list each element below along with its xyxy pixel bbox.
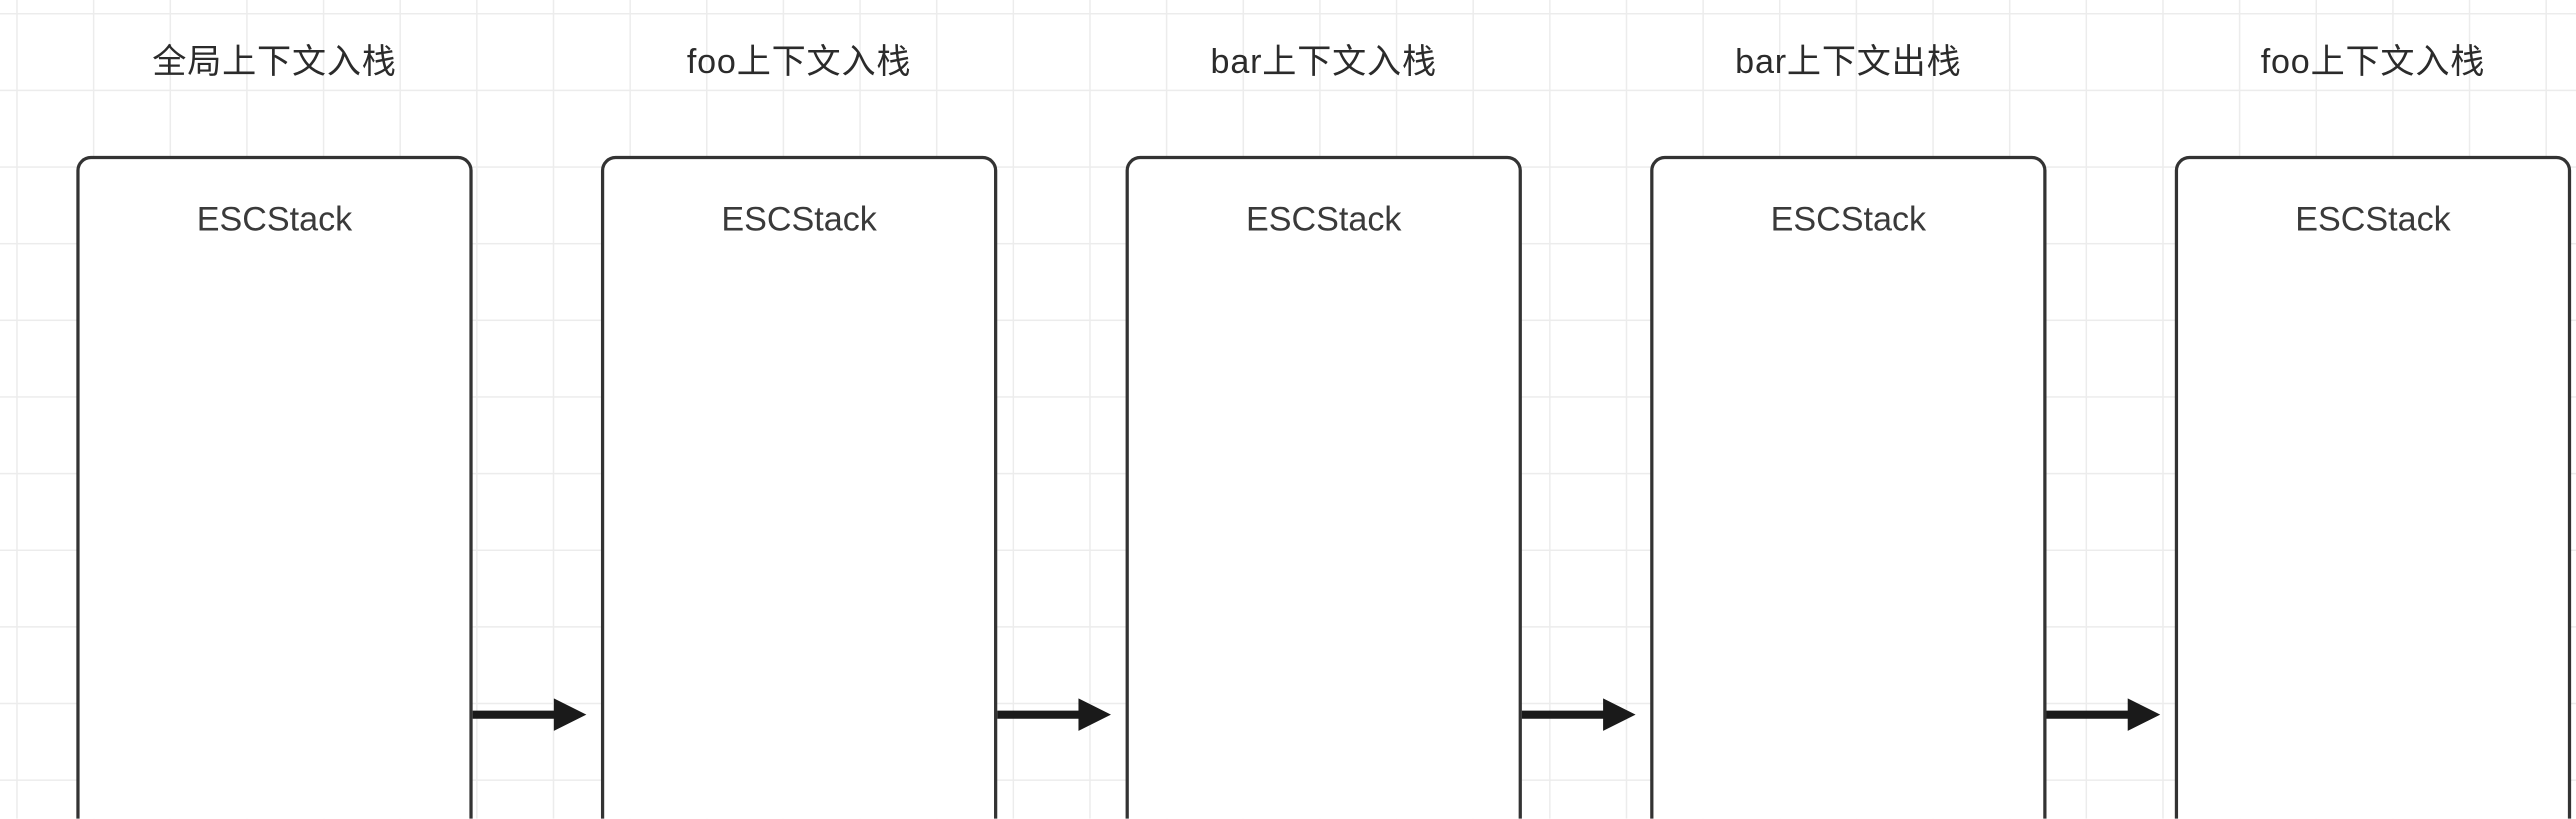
stack-header-label: ESCStack	[721, 201, 877, 239]
stack-empty-space	[1129, 240, 1519, 818]
column-title-step-5: foo上下文入栈	[2260, 43, 2486, 82]
stack-box-step-4[interactable]: ESCStack foo Context Global Context	[1650, 155, 2047, 819]
arrow-step-1-to-step-2	[472, 694, 587, 736]
stack-box-step-2[interactable]: ESCStack foo Context Global Context	[600, 155, 998, 819]
stack-empty-space	[80, 240, 470, 818]
stack-empty-space	[2178, 240, 2568, 818]
stack-box-step-3[interactable]: ESCStack bar Context foo Context Global …	[1125, 155, 1522, 819]
column-title-step-3: bar上下文入栈	[1210, 43, 1437, 82]
arrow-icon	[472, 698, 587, 731]
arrow-step-2-to-step-3	[997, 694, 1111, 736]
stack-box-step-1[interactable]: ESCStack Global Context	[76, 155, 473, 819]
column-title-step-1: 全局上下文入栈	[152, 43, 397, 82]
stack-box-step-5[interactable]: ESCStack Global Context	[2174, 155, 2572, 819]
stack-header-label: ESCStack	[1245, 201, 1402, 239]
stack-empty-space	[604, 240, 994, 818]
arrow-step-3-to-step-4	[1521, 694, 1636, 736]
arrow-icon	[2046, 698, 2161, 731]
arrow-icon	[997, 698, 1111, 731]
stack-header-label: ESCStack	[1770, 201, 1927, 239]
arrow-step-4-to-step-5	[2046, 694, 2161, 736]
column-title-step-2: foo上下文入栈	[686, 43, 912, 82]
stack-header-label: ESCStack	[196, 201, 353, 239]
stack-empty-space	[1653, 240, 2043, 818]
stack-header-label: ESCStack	[2295, 201, 2451, 239]
arrow-icon	[1521, 698, 1636, 731]
column-title-step-4: bar上下文出栈	[1735, 43, 1962, 82]
